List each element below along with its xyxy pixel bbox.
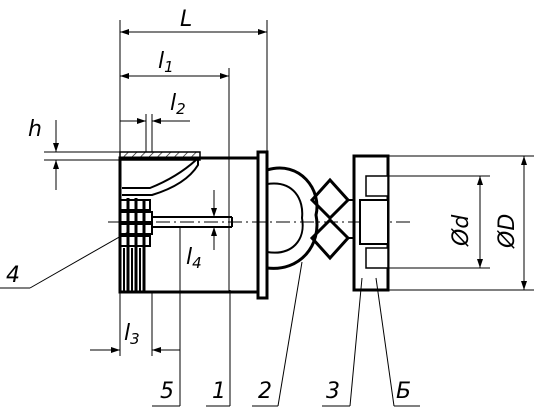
dim-l4: l4 — [186, 190, 217, 272]
callout-5: 5 — [152, 226, 181, 407]
svg-text:1: 1 — [212, 379, 226, 404]
top-hatched-strip — [119, 151, 201, 161]
svg-text:2: 2 — [258, 379, 272, 404]
svg-text:3: 3 — [326, 379, 340, 404]
part-5-rod — [152, 216, 233, 228]
part-3-cap — [352, 154, 390, 292]
part-1-body — [118, 150, 269, 300]
dim-h-label: h — [28, 117, 42, 142]
svg-text:l3: l3 — [124, 321, 140, 348]
part-4-grooves — [120, 198, 153, 292]
callout-1: 1 — [206, 290, 231, 407]
part-2-dome — [266, 166, 319, 270]
svg-text:Б: Б — [396, 379, 411, 404]
svg-text:4: 4 — [6, 263, 20, 288]
svg-text:l2: l2 — [170, 91, 186, 118]
dim-l3: l3 — [90, 292, 180, 356]
callout-2: 2 — [252, 261, 303, 407]
callout-B: Б — [375, 277, 420, 407]
dim-h: h — [28, 117, 120, 190]
dim-d: Ød — [388, 175, 490, 269]
dim-l1: l1 — [120, 49, 230, 292]
svg-text:5: 5 — [160, 379, 174, 404]
svg-text:l1: l1 — [158, 49, 174, 76]
dim-l2: l2 — [120, 91, 190, 152]
svg-text:l4: l4 — [186, 245, 202, 272]
dim-L: L — [119, 7, 268, 158]
dim-D-label: ØD — [495, 214, 520, 249]
dim-L-label: L — [180, 7, 192, 32]
dim-D: ØD — [388, 155, 534, 291]
callout-3: 3 — [322, 277, 363, 407]
dim-d-label: Ød — [449, 214, 474, 247]
callout-4: 4 — [0, 231, 129, 289]
spring-link — [309, 177, 354, 261]
